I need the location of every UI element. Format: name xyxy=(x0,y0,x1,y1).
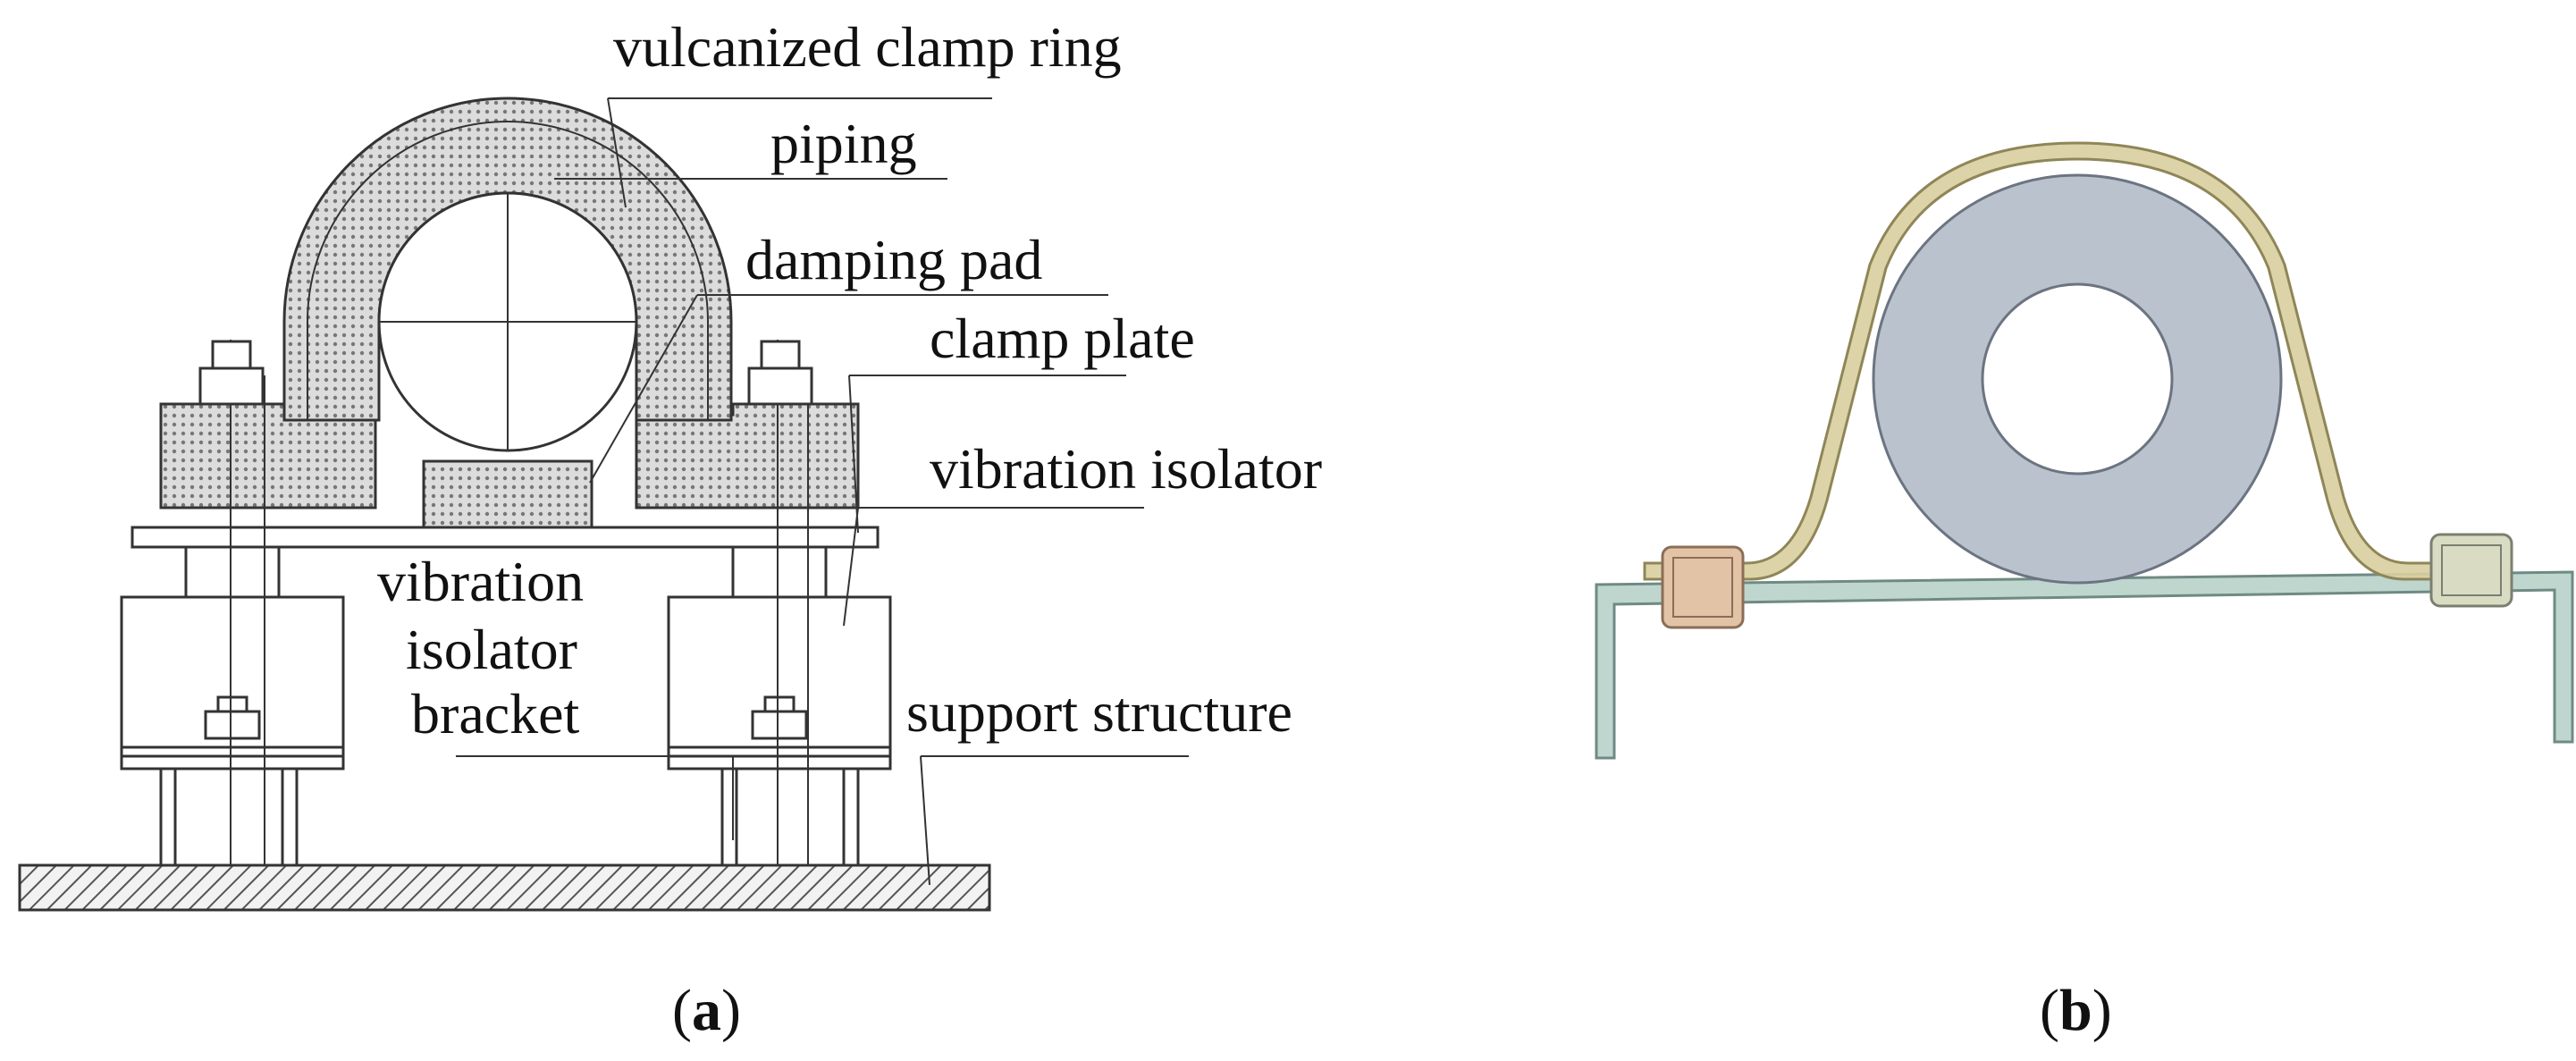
caption-b: (b) xyxy=(2040,978,2112,1043)
label-vulcanized-clamp-ring: vulcanized clamp ring xyxy=(613,15,1122,79)
left-vibration-isolator xyxy=(120,595,345,770)
pipe-bore xyxy=(1981,282,2174,476)
right-nut xyxy=(2429,533,2513,608)
label-support-structure: support structure xyxy=(906,680,1292,744)
left-bracket-leg xyxy=(159,767,299,867)
left-top-nut xyxy=(198,366,265,406)
support-structure-base xyxy=(18,863,991,912)
right-clamp-block xyxy=(635,402,860,509)
left-nut xyxy=(1661,545,1745,629)
label-bracket-line1: vibration xyxy=(377,550,584,613)
caption-a: (a) xyxy=(672,978,741,1043)
label-bracket-line2: isolator xyxy=(406,618,577,681)
label-piping: piping xyxy=(770,112,917,175)
label-damping-pad: damping pad xyxy=(745,228,1042,291)
damping-pad xyxy=(422,459,593,529)
label-bracket-line3: bracket xyxy=(411,682,580,745)
clamp-plate xyxy=(130,526,880,549)
right-vibration-isolator xyxy=(667,595,892,770)
panel-a-drawing xyxy=(18,97,1189,912)
right-top-nut xyxy=(747,366,813,406)
label-clamp-plate: clamp plate xyxy=(930,307,1195,370)
panel-b-drawing xyxy=(1595,141,2574,760)
panel-a-labels: vulcanized clamp ring piping damping pad… xyxy=(377,15,1322,1043)
label-vibration-isolator: vibration isolator xyxy=(930,437,1322,501)
right-bracket-leg xyxy=(720,767,860,867)
